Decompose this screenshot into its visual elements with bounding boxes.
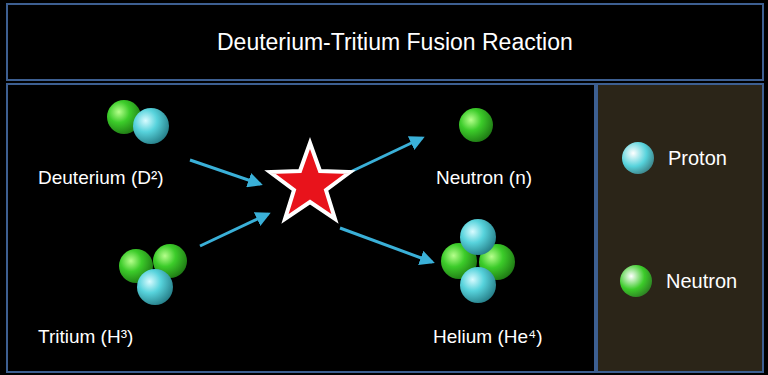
reaction-arrows <box>190 138 432 262</box>
particle-label: Tritium (H³) <box>38 326 133 348</box>
particle-label: Neutron (n) <box>436 167 532 189</box>
helium-nucleus <box>441 219 515 303</box>
title-band <box>7 4 763 80</box>
fusion-star <box>270 143 350 219</box>
neutron-particle <box>459 108 493 142</box>
diagram-title: Deuterium-Tritium Fusion Reaction <box>217 29 573 56</box>
deuterium-nucleus <box>107 100 169 144</box>
legend-swatch <box>622 142 654 174</box>
legend-panel <box>597 84 763 372</box>
particle-label: Helium (He⁴) <box>433 326 543 348</box>
main-panel <box>7 84 595 372</box>
legend-text: Neutron <box>666 270 737 293</box>
legend-swatch <box>620 265 652 297</box>
legend-text: Proton <box>668 147 727 170</box>
particle-label: Deuterium (D²) <box>38 167 164 189</box>
tritium-nucleus <box>119 244 187 305</box>
